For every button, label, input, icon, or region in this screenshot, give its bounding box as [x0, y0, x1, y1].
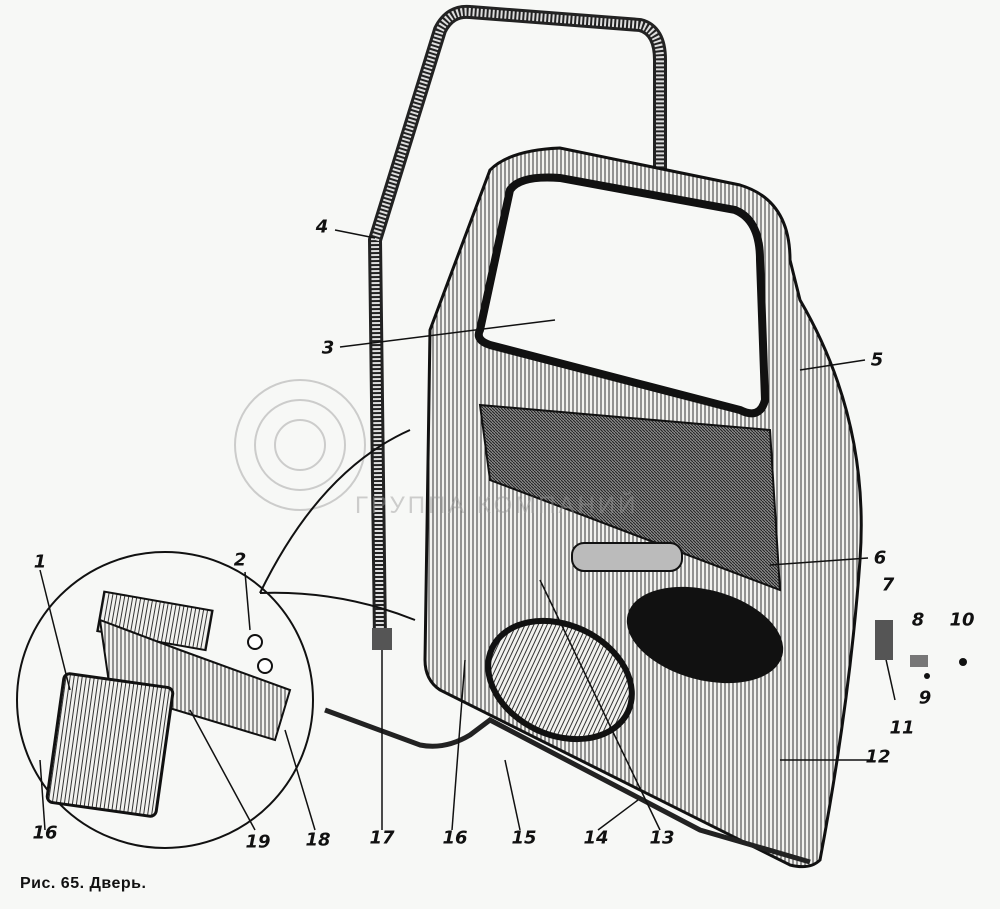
callout-7: 7: [881, 574, 895, 596]
seal-end: [372, 628, 392, 650]
callout-18: 18: [305, 829, 331, 851]
lower-opening: [485, 617, 635, 743]
callout-3: 3: [321, 337, 335, 359]
callout-9: 9: [918, 687, 932, 709]
callout-4: 4: [315, 216, 329, 238]
callout-6: 6: [873, 547, 887, 569]
callout-16-detail: 16: [32, 822, 58, 844]
access-hole: [626, 586, 784, 684]
callout-2: 2: [233, 549, 247, 571]
watermark-logo: [234, 379, 366, 511]
inner-panel: [478, 403, 782, 592]
door-handle: [571, 542, 683, 572]
window-opening: [474, 173, 770, 418]
callout-10: 10: [949, 609, 975, 631]
callout-8: 8: [911, 609, 925, 631]
leader-lines: [39, 229, 896, 831]
callout-15: 15: [511, 827, 537, 849]
callout-1: 1: [33, 551, 47, 573]
callout-5: 5: [870, 349, 884, 371]
callout-13: 13: [649, 827, 675, 849]
figure-caption: Рис. 65. Дверь.: [20, 875, 147, 892]
callout-11: 11: [889, 717, 915, 739]
callout-14: 14: [583, 827, 609, 849]
callout-17: 17: [369, 827, 395, 849]
detail-circle: [16, 551, 314, 849]
callout-12: 12: [865, 746, 891, 768]
callout-16: 16: [442, 827, 468, 849]
callout-19: 19: [245, 831, 271, 853]
watermark-text: ГРУППА КОМПАНИЙ: [355, 492, 639, 519]
